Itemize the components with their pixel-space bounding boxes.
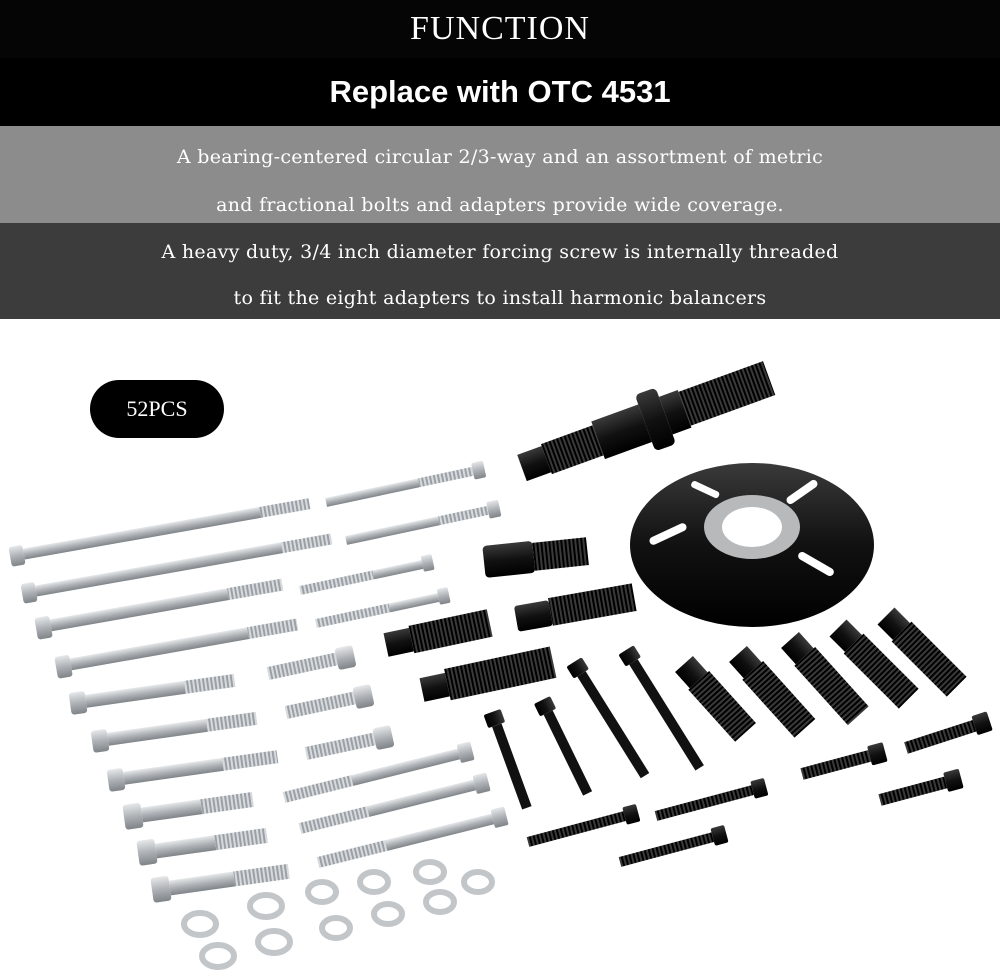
description-1-line-2: and fractional bolts and adapters provid… <box>216 194 784 216</box>
black-adapters <box>383 537 967 742</box>
replace-title: Replace with OTC 4531 <box>329 74 671 109</box>
description-2-line-1: A heavy duty, 3/4 inch diameter forcing … <box>161 241 839 263</box>
forcing-screw <box>517 361 776 482</box>
silver-bolts-long <box>8 498 333 903</box>
replace-banner: Replace with OTC 4531 <box>0 58 1000 126</box>
puller-plate <box>630 463 874 627</box>
silver-bolts-middle <box>266 460 509 868</box>
description-2-line-2: to fit the eight adapters to install har… <box>233 287 767 309</box>
function-banner: FUNCTION <box>0 0 1000 58</box>
product-photo <box>8 361 993 970</box>
piece-count-badge: 52PCS <box>90 380 224 438</box>
function-title: FUNCTION <box>410 10 590 47</box>
washers <box>181 859 495 970</box>
description-band-2: A heavy duty, 3/4 inch diameter forcing … <box>0 223 1000 319</box>
description-band-1: A bearing-centered circular 2/3-way and … <box>0 126 1000 223</box>
black-bolts <box>484 645 993 867</box>
description-1-line-1: A bearing-centered circular 2/3-way and … <box>176 146 824 168</box>
